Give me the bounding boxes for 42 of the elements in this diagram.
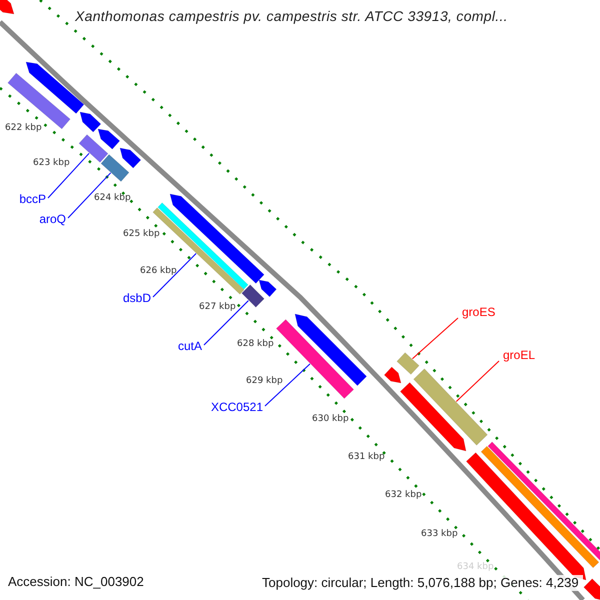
leader-line	[264, 363, 310, 406]
tick-label: 627 kbp	[199, 302, 236, 313]
gene-bar	[78, 134, 108, 163]
gene-bar	[396, 352, 420, 375]
gene-bar	[26, 62, 84, 114]
gene-bar	[80, 112, 102, 132]
tick-label: 630 kbp	[312, 414, 349, 425]
tick-label: 626 kbp	[140, 266, 177, 277]
tick-label: 631 kbp	[348, 452, 385, 463]
tick-label: 633 kbp	[421, 529, 458, 540]
leader-line	[68, 172, 112, 218]
gene-bar	[294, 314, 367, 386]
accession-text: Accession: NC_003902	[8, 574, 144, 590]
gene-label: groEL	[503, 348, 536, 363]
gene-bar	[584, 578, 600, 600]
gene-bar	[400, 382, 466, 452]
gene-label: aroQ	[39, 212, 66, 227]
map-title: Xanthomonas campestris pv. campestris str. ATCC 33913, compl...	[75, 8, 508, 24]
gene-label: XCC0521	[210, 400, 263, 415]
tick-label: 629 kbp	[246, 376, 283, 387]
gene-bar	[120, 148, 142, 168]
gene-label: cutA	[178, 339, 202, 354]
gene-bar	[98, 128, 120, 150]
tick-label: 623 kbp	[33, 158, 70, 169]
gene-label: groES	[462, 305, 496, 320]
tick-label: 625 kbp	[123, 229, 160, 240]
leader-line	[152, 253, 197, 298]
gene-label: bccP	[19, 192, 46, 207]
tick-label: 632 kbp	[385, 490, 422, 501]
gene-label: dsbD	[122, 291, 151, 306]
tick-label: 628 kbp	[237, 339, 274, 350]
leader-line	[204, 300, 249, 346]
tick-label: 624 kbp	[94, 193, 131, 204]
gene-bar	[384, 366, 402, 384]
leader-line	[412, 318, 458, 360]
gene-bar	[0, 0, 14, 14]
gene-bar	[100, 154, 130, 182]
leader-line	[456, 360, 500, 402]
leader-line	[48, 152, 90, 198]
gene-bar	[413, 368, 488, 446]
gene-bar	[258, 280, 277, 297]
tick-label: 622 kbp	[5, 123, 42, 134]
